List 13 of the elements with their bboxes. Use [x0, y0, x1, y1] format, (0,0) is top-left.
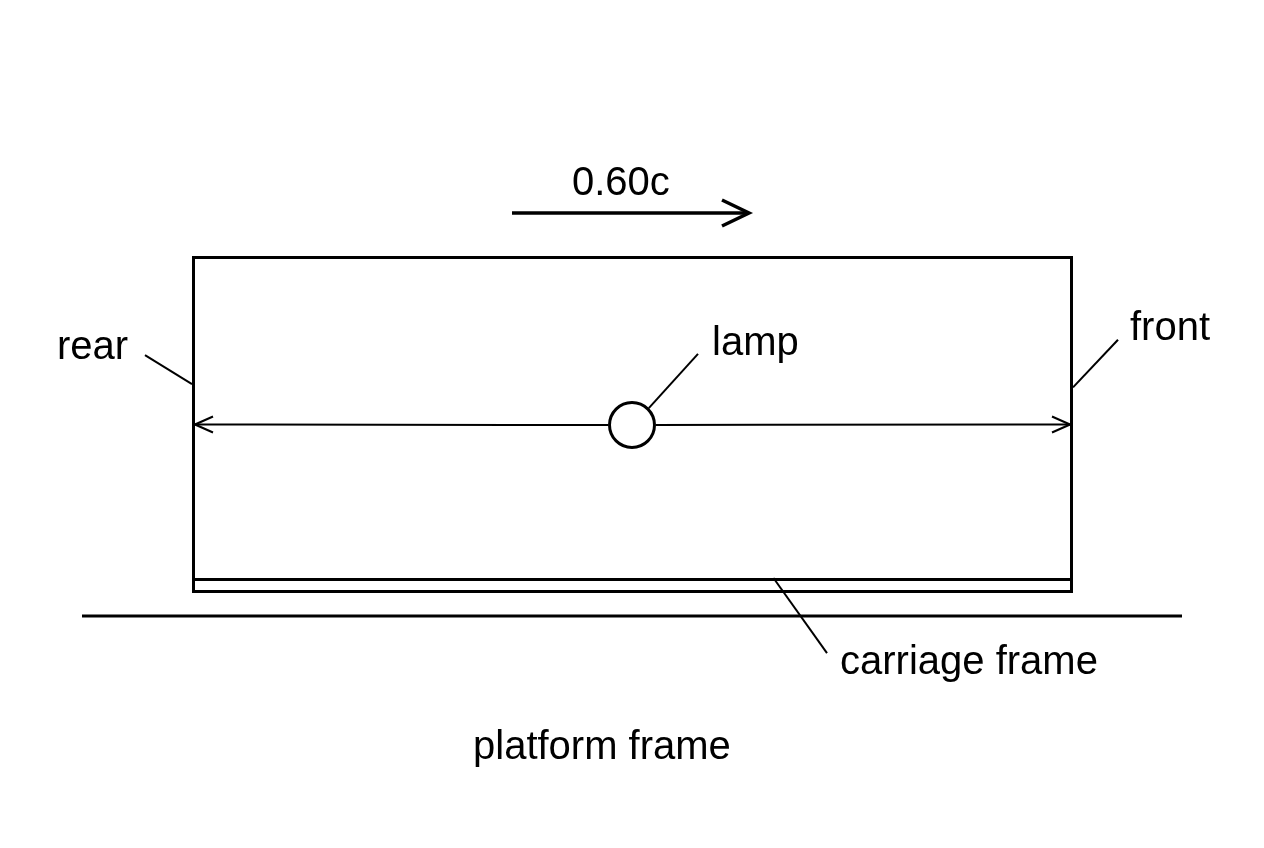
leader-line: [1072, 338, 1119, 389]
arrow: [194, 415, 609, 434]
leader-line: [647, 352, 699, 410]
leader-line: [144, 354, 193, 386]
part-label: lamp: [712, 318, 820, 364]
frame-label: platform frame: [473, 722, 731, 768]
carriage-box: [192, 256, 1073, 593]
part-label: front: [1130, 303, 1230, 349]
part-label: rear: [57, 322, 149, 368]
lamp-circle: [608, 401, 656, 449]
part-label: carriage frame: [840, 637, 1152, 683]
velocity-label: 0.60c: [572, 158, 670, 204]
arrow: [655, 415, 1071, 434]
